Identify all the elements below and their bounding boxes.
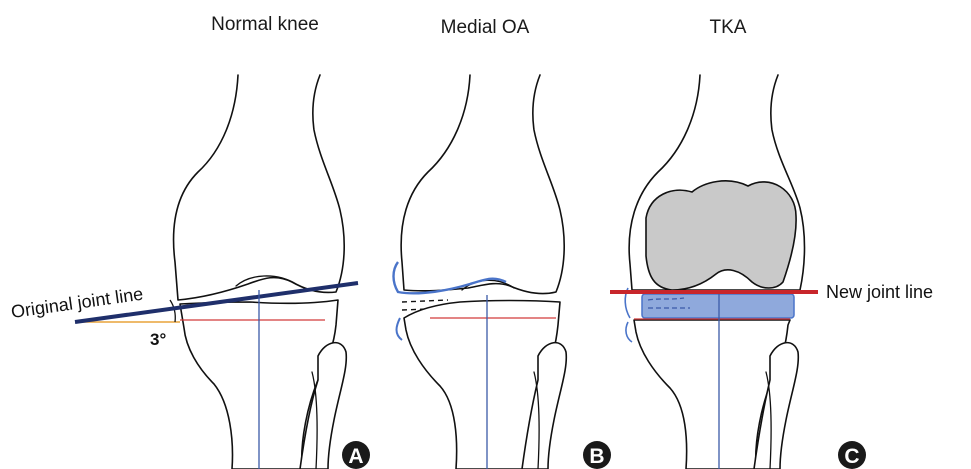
femur-a	[174, 75, 345, 300]
tibial-component	[642, 294, 794, 318]
femur-b	[401, 75, 564, 294]
cartilage-wear-lower	[397, 318, 403, 340]
new-joint-line-label: New joint line	[826, 282, 933, 302]
badge-c-letter: C	[844, 445, 859, 468]
panel-a-normal-knee: Original joint line 3°	[10, 75, 358, 469]
badge-b: B	[583, 441, 611, 469]
badge-a: A	[342, 441, 370, 469]
panel-b-medial-oa	[394, 75, 567, 469]
badge-c: C	[838, 441, 866, 469]
panel-c-tka: New joint line	[610, 75, 933, 469]
badge-b-letter: B	[589, 445, 604, 468]
angle-label: 3°	[150, 330, 166, 349]
residual-bone-marks	[625, 288, 632, 342]
panel-b-title: Medial OA	[441, 17, 530, 38]
panel-c-title: TKA	[710, 17, 747, 38]
angle-arc	[170, 300, 175, 322]
panel-a-title: Normal knee	[211, 14, 319, 35]
badge-a-letter: A	[348, 445, 363, 468]
